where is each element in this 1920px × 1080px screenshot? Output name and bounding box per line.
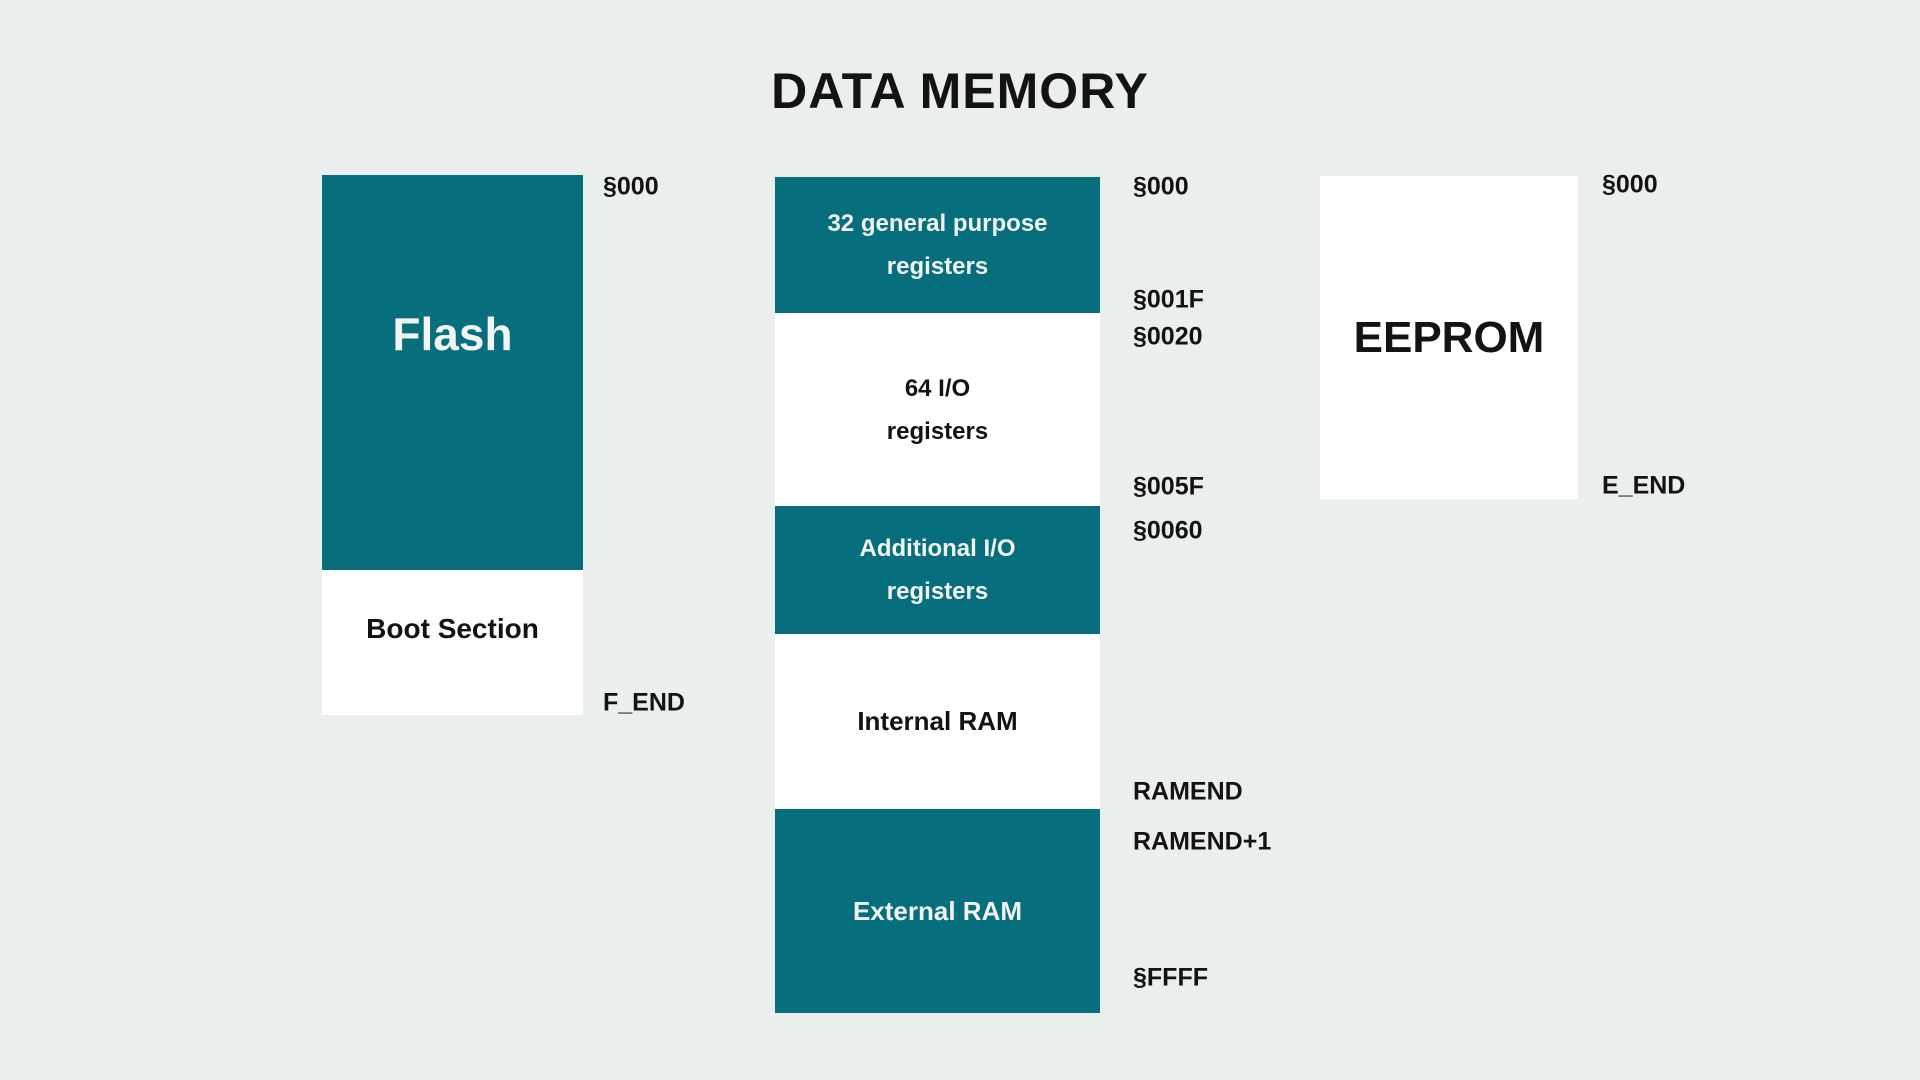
segment-label-line: Additional I/O: [859, 535, 1016, 562]
general-purpose-registers-block: 32 general purpose registers: [775, 177, 1100, 313]
ram-address-ramend-plus-1: RAMEND+1: [1133, 827, 1272, 856]
ram-address-0060: §0060: [1133, 516, 1203, 545]
segment-label-line: registers: [886, 578, 989, 605]
ram-address-ramend: RAMEND: [1133, 777, 1243, 806]
boot-section-block: Boot Section: [322, 570, 583, 715]
boot-section-label: Boot Section: [366, 612, 539, 644]
eeprom-label: EEPROM: [1353, 312, 1545, 362]
segment-label-line: registers: [886, 253, 989, 280]
ram-address-0020: §0020: [1133, 322, 1203, 351]
segment-label-line: 32 general purpose: [827, 210, 1048, 237]
segment-label-line: External RAM: [852, 895, 1023, 926]
io-registers-block: 64 I/O registers: [775, 313, 1100, 506]
flash-block: Flash: [322, 175, 583, 570]
ram-address-ffff: §FFFF: [1133, 963, 1208, 992]
segment-label-line: registers: [886, 417, 989, 445]
flash-label: Flash: [392, 307, 513, 360]
flash-address-end: F_END: [603, 688, 685, 717]
page-title: DATA MEMORY: [771, 63, 1149, 119]
ram-address-001f: §001F: [1133, 285, 1204, 314]
segment-label-line: 64 I/O: [904, 374, 971, 402]
segment-label-line: Internal RAM: [857, 706, 1018, 736]
ram-address-000: §000: [1133, 172, 1189, 201]
ram-address-005f: §005F: [1133, 472, 1204, 501]
eeprom-address-top: §000: [1602, 170, 1658, 199]
additional-io-registers-block: Additional I/O registers: [775, 506, 1100, 634]
eeprom-block: EEPROM: [1320, 176, 1578, 499]
eeprom-address-end: E_END: [1602, 471, 1686, 500]
internal-ram-block: Internal RAM: [775, 634, 1100, 809]
flash-address-top: §000: [603, 172, 659, 201]
external-ram-block: External RAM: [775, 809, 1100, 1013]
